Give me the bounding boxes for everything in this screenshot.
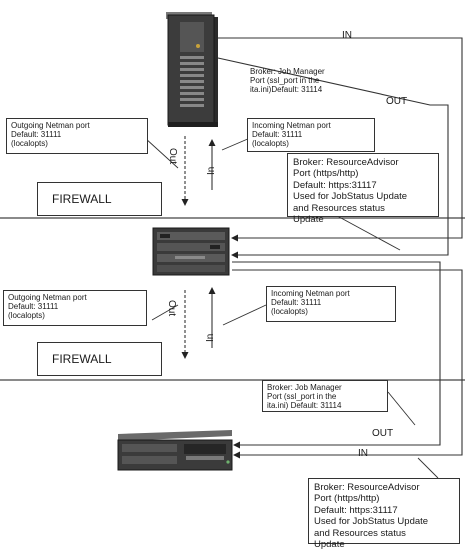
out-vertical-label-top: Out <box>167 148 178 165</box>
leader-outgoing-mid <box>151 304 179 321</box>
leader-ra-bottom <box>417 457 439 479</box>
broker-job-manager-top: Broker: Job Manager Port (ssl_port in th… <box>250 67 325 95</box>
tower-server-image <box>166 12 218 127</box>
rack-switch-image <box>152 227 230 276</box>
in-connector-top <box>218 37 463 242</box>
out-label-bottom: OUT <box>372 428 394 439</box>
out-vertical-label-mid: Out <box>166 300 177 317</box>
incoming-netman-box-mid: Incoming Netman port Default: 31111 (loc… <box>266 286 396 322</box>
outgoing-netman-box-mid: Outgoing Netman port Default: 31111 (loc… <box>3 290 147 326</box>
in-label-bottom: IN <box>358 448 368 459</box>
leader-incoming-mid <box>222 304 267 326</box>
out-connector-bottom <box>232 261 441 449</box>
leader-outgoing-top <box>144 137 179 169</box>
firewall-box-1: FIREWALL <box>37 182 162 216</box>
leader-jm-bottom <box>387 391 416 426</box>
rack-server-image <box>117 430 233 471</box>
in-vertical-label-mid: In <box>205 333 216 342</box>
in-connector-bottom <box>232 269 463 459</box>
in-label-top: IN <box>342 30 352 41</box>
out-connector-top <box>217 57 449 259</box>
leader-incoming-top <box>221 137 251 151</box>
broker-job-manager-box-bottom: Broker: Job Manager Port (ssl_port in th… <box>262 380 388 412</box>
outgoing-netman-box-top: Outgoing Netman port Default: 31111 (loc… <box>6 118 148 154</box>
resource-advisor-box-top: Broker: ResourceAdvisor Port (https/http… <box>287 153 439 225</box>
incoming-netman-box-top: Incoming Netman port Default: 31111 (loc… <box>247 118 375 152</box>
out-label-top: OUT <box>386 96 408 107</box>
resource-advisor-box-bottom: Broker: ResourceAdvisor Port (https/http… <box>308 478 460 550</box>
leader-ra-top <box>329 211 401 251</box>
in-vertical-label-top: In <box>206 166 217 175</box>
firewall-box-2: FIREWALL <box>37 342 162 376</box>
